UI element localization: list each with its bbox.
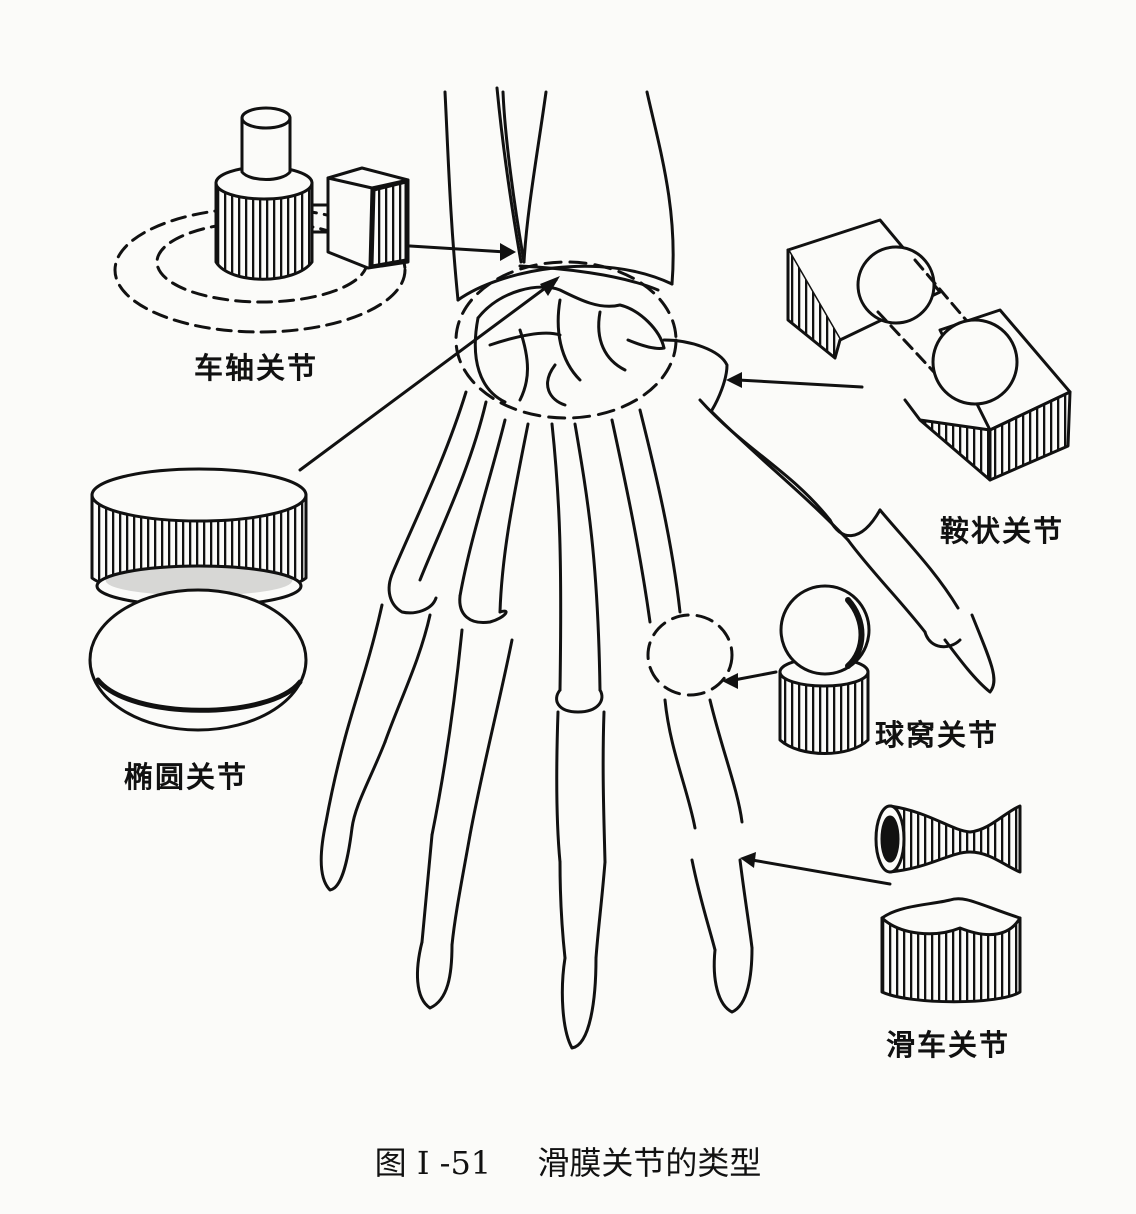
label-hinge-joint: 滑车关节 (886, 1028, 1011, 1062)
ball-socket-joint-model (778, 584, 871, 755)
thumb (828, 508, 996, 694)
pointer-arrowheads (500, 243, 756, 868)
label-saddle-joint: 鞍状关节 (940, 514, 1065, 548)
saddle-joint-model (786, 218, 1072, 482)
ellipsoid-joint-model (88, 467, 308, 732)
figure-title: 滑膜关节的类型 (537, 1144, 762, 1182)
label-ellipsoid-joint: 椭圆关节 (124, 760, 249, 794)
carpal-bones (473, 285, 729, 412)
forearm-bones (443, 86, 675, 302)
little-finger (319, 570, 438, 892)
pointer-lines (298, 244, 892, 886)
label-ball-socket-joint: 球窝关节 (875, 718, 1000, 752)
hinge-joint-model (874, 804, 1022, 1004)
label-pivot-joint: 车轴关节 (194, 351, 319, 385)
joint-highlights (454, 260, 734, 697)
middle-finger (555, 688, 607, 1050)
figure-caption: 图 I -51 滑膜关节的类型 (0, 1138, 1136, 1184)
ring-finger (416, 594, 514, 1010)
pivot-joint-model (113, 106, 410, 334)
figure-number: 图 I -51 (374, 1144, 492, 1182)
index-finger (663, 698, 754, 1014)
metacarpals (391, 390, 850, 692)
